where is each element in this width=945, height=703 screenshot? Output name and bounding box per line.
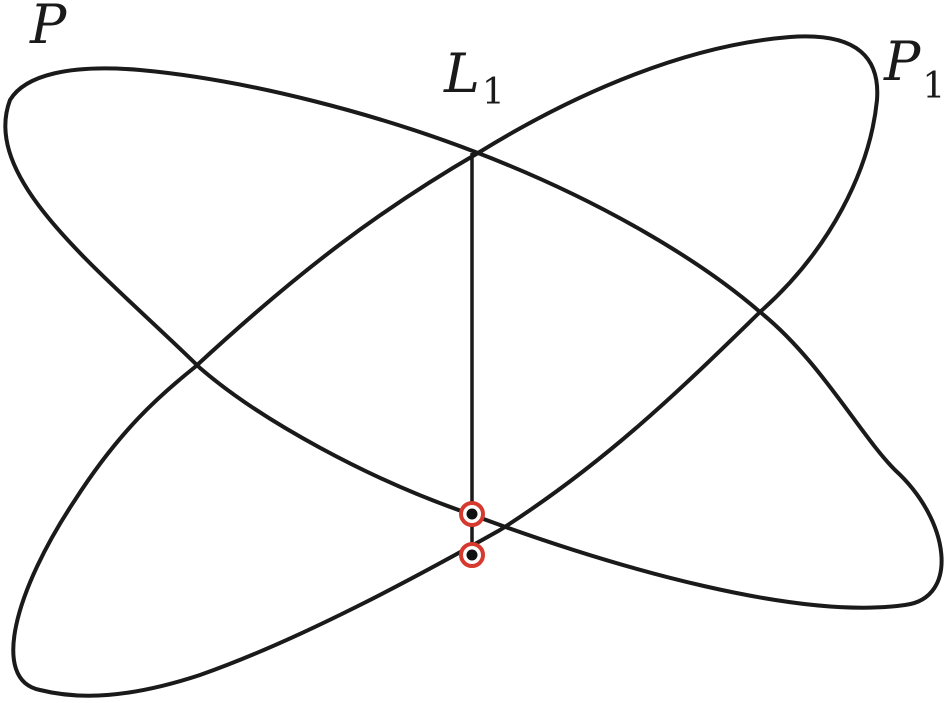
point-on-p1 xyxy=(459,542,485,568)
label-l1: L1 xyxy=(443,42,505,113)
label-p: P xyxy=(29,0,68,56)
ellipse-p xyxy=(3,66,944,610)
label-p1: P1 xyxy=(883,30,945,107)
point-on-p xyxy=(459,501,485,527)
ellipse-p1 xyxy=(11,34,880,698)
